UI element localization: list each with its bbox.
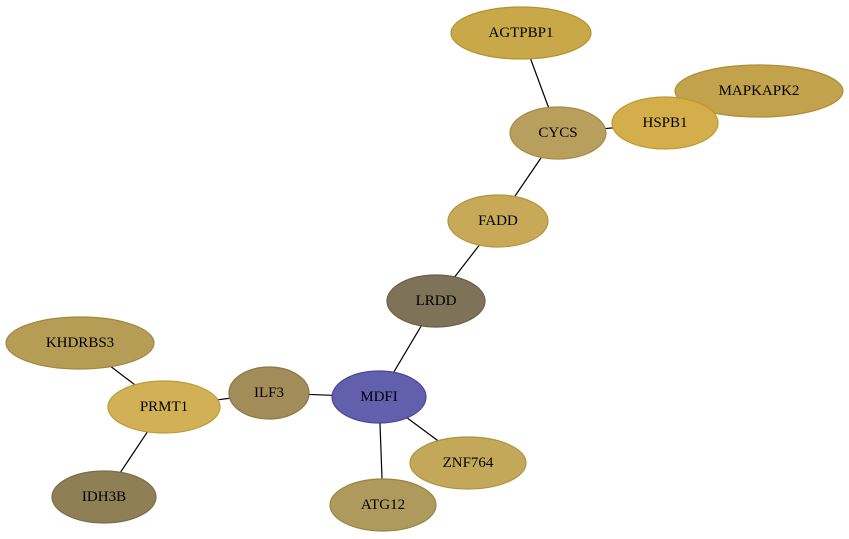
node-mapkapk2[interactable]: MAPKAPK2 <box>674 64 844 118</box>
node-label: MDFI <box>360 389 398 405</box>
node-label: FADD <box>478 213 518 229</box>
node-label: MAPKAPK2 <box>719 83 800 99</box>
node-ilf3[interactable]: ILF3 <box>228 366 310 420</box>
node-shape <box>228 366 310 420</box>
edge-fadd-lrdd <box>454 244 480 278</box>
node-khdrbs3[interactable]: KHDRBS3 <box>5 316 155 370</box>
node-shape <box>674 64 844 118</box>
edge-prmt1-idh3b <box>119 431 148 473</box>
node-label: LRDD <box>416 293 457 309</box>
edge-cycs-fadd <box>514 157 542 197</box>
edge-mdfi-ilf3 <box>308 393 333 396</box>
node-shape <box>509 106 607 160</box>
node-prmt1[interactable]: PRMT1 <box>107 380 221 434</box>
node-znf764[interactable]: ZNF764 <box>409 436 527 490</box>
node-shape <box>409 436 527 490</box>
node-shape <box>329 478 437 532</box>
node-shape <box>450 6 592 60</box>
node-atg12[interactable]: ATG12 <box>329 478 437 532</box>
node-label: PRMT1 <box>140 399 188 415</box>
node-hspb1[interactable]: HSPB1 <box>611 96 719 150</box>
edge-ilf3-prmt1 <box>217 397 230 401</box>
node-lrdd[interactable]: LRDD <box>386 274 486 328</box>
node-label: ILF3 <box>254 385 284 401</box>
node-shape <box>447 194 549 248</box>
node-idh3b[interactable]: IDH3B <box>51 470 157 524</box>
edge-agtpbp1-cycs <box>529 58 550 108</box>
node-shape <box>611 96 719 150</box>
edge-mdfi-atg12 <box>379 422 383 480</box>
edge-layer <box>110 58 709 480</box>
node-cycs[interactable]: CYCS <box>509 106 607 160</box>
node-label: AGTPBP1 <box>488 25 553 41</box>
node-shape <box>386 274 486 328</box>
node-label: CYCS <box>538 125 577 141</box>
node-shape <box>331 370 427 424</box>
node-label: IDH3B <box>82 489 126 505</box>
node-mdfi[interactable]: MDFI <box>331 370 427 424</box>
edge-cycs-hspb1 <box>605 127 613 130</box>
node-label: HSPB1 <box>642 115 687 131</box>
node-shape <box>5 316 155 370</box>
node-agtpbp1[interactable]: AGTPBP1 <box>450 6 592 60</box>
edge-mdfi-znf764 <box>406 417 439 442</box>
node-label: KHDRBS3 <box>46 335 114 351</box>
edge-lrdd-mdfi <box>393 325 422 373</box>
node-shape <box>107 380 221 434</box>
node-shape <box>51 470 157 524</box>
node-label: ATG12 <box>361 497 405 513</box>
node-label: ZNF764 <box>443 455 494 471</box>
edge-prmt1-khdrbs3 <box>110 366 136 386</box>
node-fadd[interactable]: FADD <box>447 194 549 248</box>
